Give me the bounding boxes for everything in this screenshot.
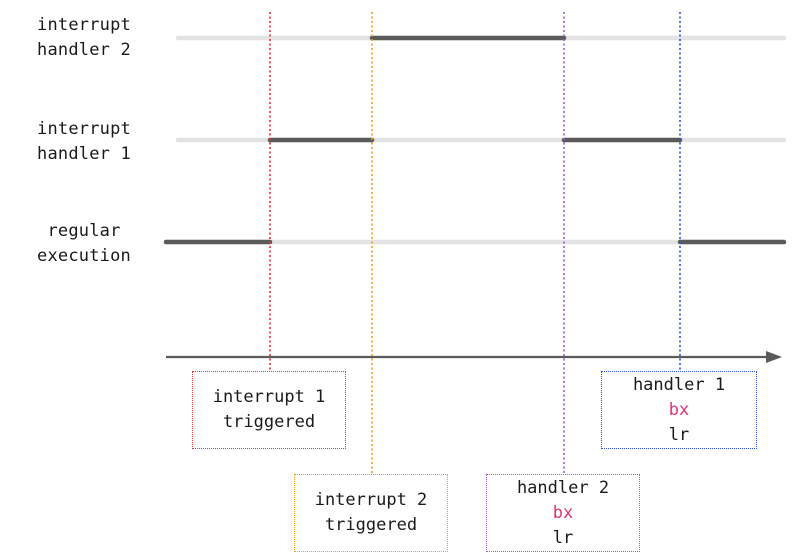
lane-label-handler-2: interrupt handler 2 (14, 13, 154, 63)
event-line: interrupt 1 (212, 387, 326, 407)
lane-label-line: interrupt (37, 15, 131, 35)
event-box-interrupt-2-triggered: interrupt 2 triggered (294, 474, 448, 552)
lane-label-line: execution (37, 246, 131, 266)
code-operand: lr (668, 424, 690, 445)
event-line: handler 2 (516, 477, 610, 498)
event-line-code: bx lr (487, 501, 639, 551)
lane-label-line: handler 2 (37, 40, 131, 60)
event-line: interrupt 2 (314, 490, 428, 510)
event-box-handler-1-return: handler 1 bx lr (601, 371, 757, 449)
lane-label-handler-1: interrupt handler 1 (14, 117, 154, 167)
lane-label-line: regular (47, 221, 121, 241)
lane-label-line: interrupt (37, 119, 131, 139)
event-line: triggered (222, 412, 316, 432)
event-line: triggered (324, 515, 418, 535)
event-box-interrupt-1-triggered: interrupt 1 triggered (192, 371, 346, 449)
event-box-handler-2-return: handler 2 bx lr (486, 474, 640, 552)
lane-label-line: handler 1 (37, 144, 131, 164)
code-keyword: bx (552, 502, 574, 523)
lane-label-regular-execution: regular execution (14, 219, 154, 269)
code-keyword: bx (668, 399, 690, 420)
event-line: handler 1 (632, 374, 726, 395)
arrow-right-icon (766, 351, 782, 363)
event-line-code: bx lr (602, 398, 756, 448)
code-operand: lr (552, 527, 574, 548)
